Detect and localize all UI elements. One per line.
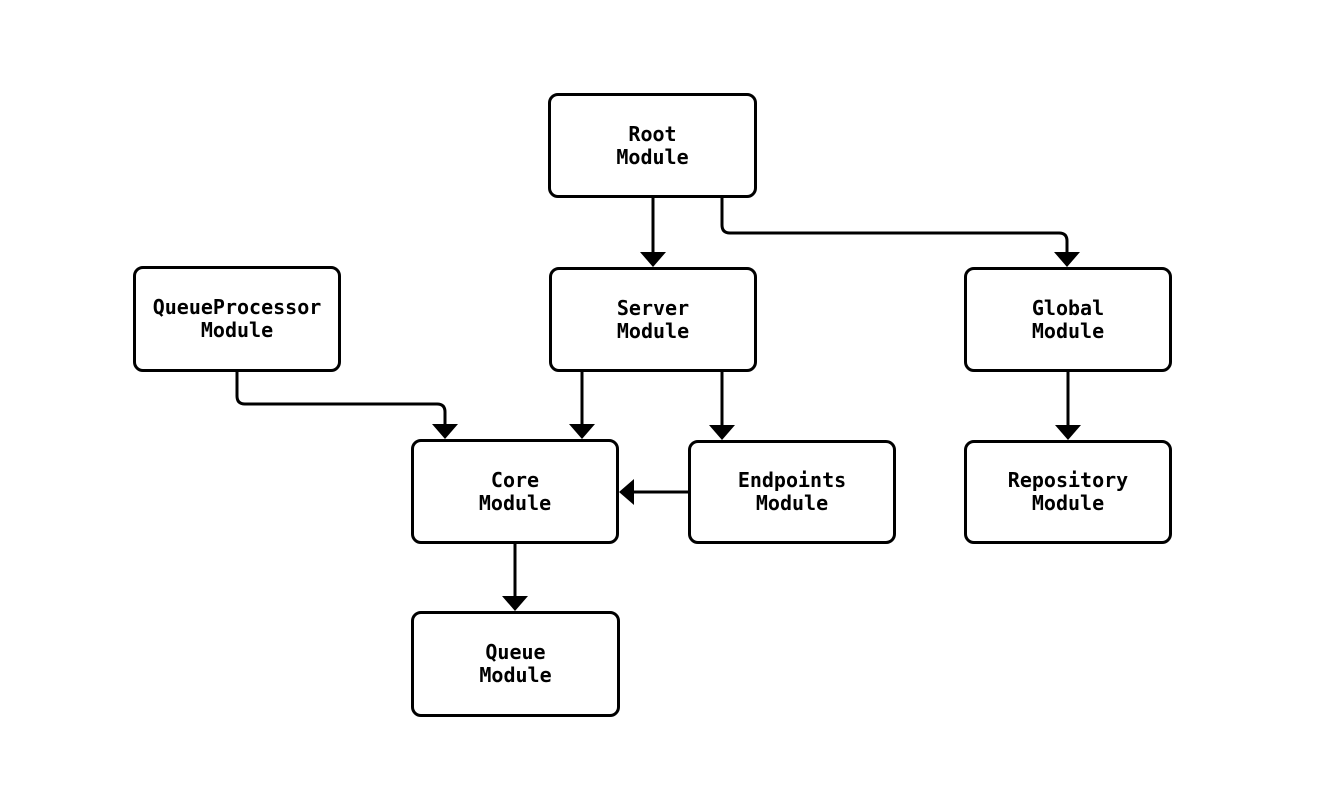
node-endpoints-module: Endpoints Module bbox=[688, 440, 896, 544]
node-root-module-label: Root Module bbox=[616, 121, 689, 169]
node-queueprocessor-module-label: QueueProcessor Module bbox=[152, 295, 322, 342]
node-core-module: Core Module bbox=[411, 439, 619, 544]
node-core-module-label: Core Module bbox=[478, 467, 552, 515]
node-repository-module: Repository Module bbox=[964, 440, 1172, 544]
arrowhead-global-to-repository bbox=[1055, 425, 1081, 440]
arrowhead-server-to-core bbox=[569, 424, 595, 439]
node-server-module: Server Module bbox=[549, 267, 757, 372]
edge-root-to-global bbox=[720, 198, 1069, 252]
arrowhead-endpoints-to-core bbox=[619, 479, 634, 505]
node-repository-module-label: Repository Module bbox=[1007, 468, 1129, 515]
arrowhead-server-to-endpoints bbox=[709, 425, 735, 440]
node-global-module: Global Module bbox=[964, 267, 1172, 372]
node-root-module: Root Module bbox=[548, 93, 757, 198]
node-queue-module-label: Queue Module bbox=[479, 640, 552, 687]
edge-queueprocessor-to-core bbox=[235, 372, 447, 424]
node-endpoints-module-label: Endpoints Module bbox=[737, 468, 847, 515]
node-global-module-label: Global Module bbox=[1031, 295, 1105, 343]
node-server-module-label: Server Module bbox=[616, 295, 690, 343]
node-queueprocessor-module: QueueProcessor Module bbox=[133, 266, 341, 372]
arrowhead-queueprocessor-to-core bbox=[432, 424, 458, 439]
arrowhead-root-to-global bbox=[1054, 252, 1080, 267]
node-queue-module: Queue Module bbox=[411, 611, 620, 717]
arrowhead-core-to-queue bbox=[502, 596, 528, 611]
arrowhead-root-to-server bbox=[640, 252, 666, 267]
